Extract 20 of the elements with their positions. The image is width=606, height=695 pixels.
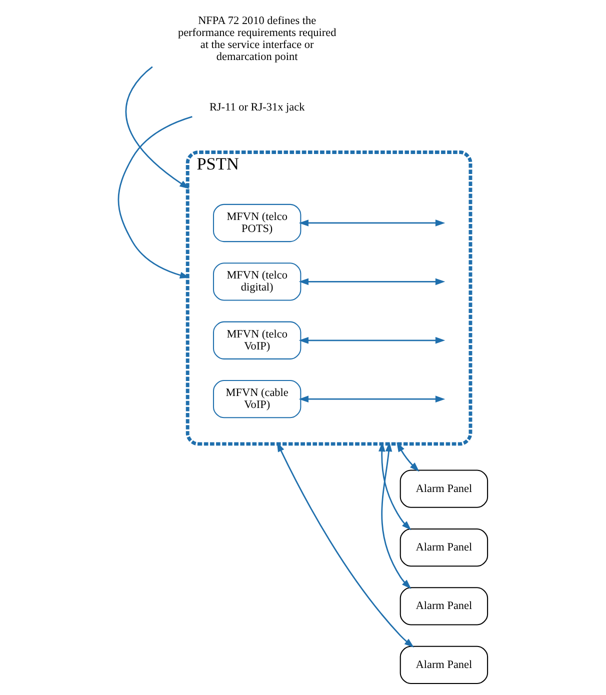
- node-box: Alarm Panel: [400, 470, 488, 508]
- node-text: RJ-11 or RJ-31x jack: [209, 101, 305, 114]
- arrow: [381, 442, 412, 589]
- arrow: [298, 278, 446, 286]
- node-box: MFVN (telco POTS): [212, 204, 302, 242]
- arrow: [118, 116, 192, 279]
- arrow: [298, 396, 446, 402]
- node-text: NFPA 72 2010 defines the performance requirements required at the service interface or demarcation point: [178, 14, 336, 64]
- arrow: [378, 442, 412, 530]
- arrow: [298, 336, 446, 344]
- node-box: Alarm Panel: [400, 587, 488, 626]
- node-box: Alarm Panel: [400, 646, 488, 684]
- arrow: [298, 220, 446, 226]
- node-box: Alarm Panel: [400, 528, 488, 567]
- arrow: [396, 442, 420, 472]
- node-box: MFVN (telco digital): [212, 262, 302, 301]
- node-box: MFVN (telco VoIP): [212, 321, 302, 360]
- node-box: MFVN (cable VoIP): [212, 380, 302, 418]
- arrow: [125, 66, 190, 189]
- arrow: [276, 442, 414, 648]
